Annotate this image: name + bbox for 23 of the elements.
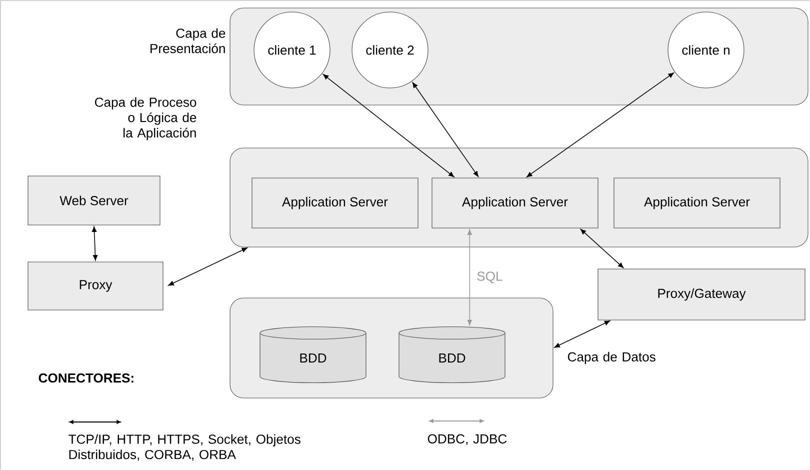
server-box: Application Server: [432, 178, 598, 228]
edge-label: SQL: [475, 270, 504, 284]
node-label: Capa de Datos: [568, 352, 656, 364]
node-label: Capa de Proceso o Lógica de la Aplicación: [94, 97, 196, 140]
legend-heading: CONECTORES:: [38, 373, 134, 383]
arrow: [92, 226, 98, 261]
legend-text: ODBC, JDBC: [428, 434, 507, 446]
arrow: [168, 248, 248, 286]
server-box: Application Server: [252, 178, 418, 228]
server-box: Web Server: [28, 176, 160, 226]
database-cylinder: BDD: [260, 326, 366, 384]
node-label: Capa de Presentación: [150, 28, 226, 54]
arrow: [526, 72, 674, 178]
arrow: [580, 228, 624, 268]
server-box: Proxy: [28, 262, 164, 310]
legend-text: TCP/IP, HTTP, HTTPS, Socket, Objetos Distribuidos, CORBA, ORBA: [68, 434, 300, 461]
arrow: [322, 74, 454, 178]
database-cylinder: BDD: [398, 326, 506, 384]
arrow: [467, 229, 472, 326]
server-box: Proxy/Gateway: [598, 268, 806, 320]
server-box: Application Server: [614, 178, 780, 228]
arrow: [554, 320, 610, 348]
arrow: [412, 82, 479, 177]
